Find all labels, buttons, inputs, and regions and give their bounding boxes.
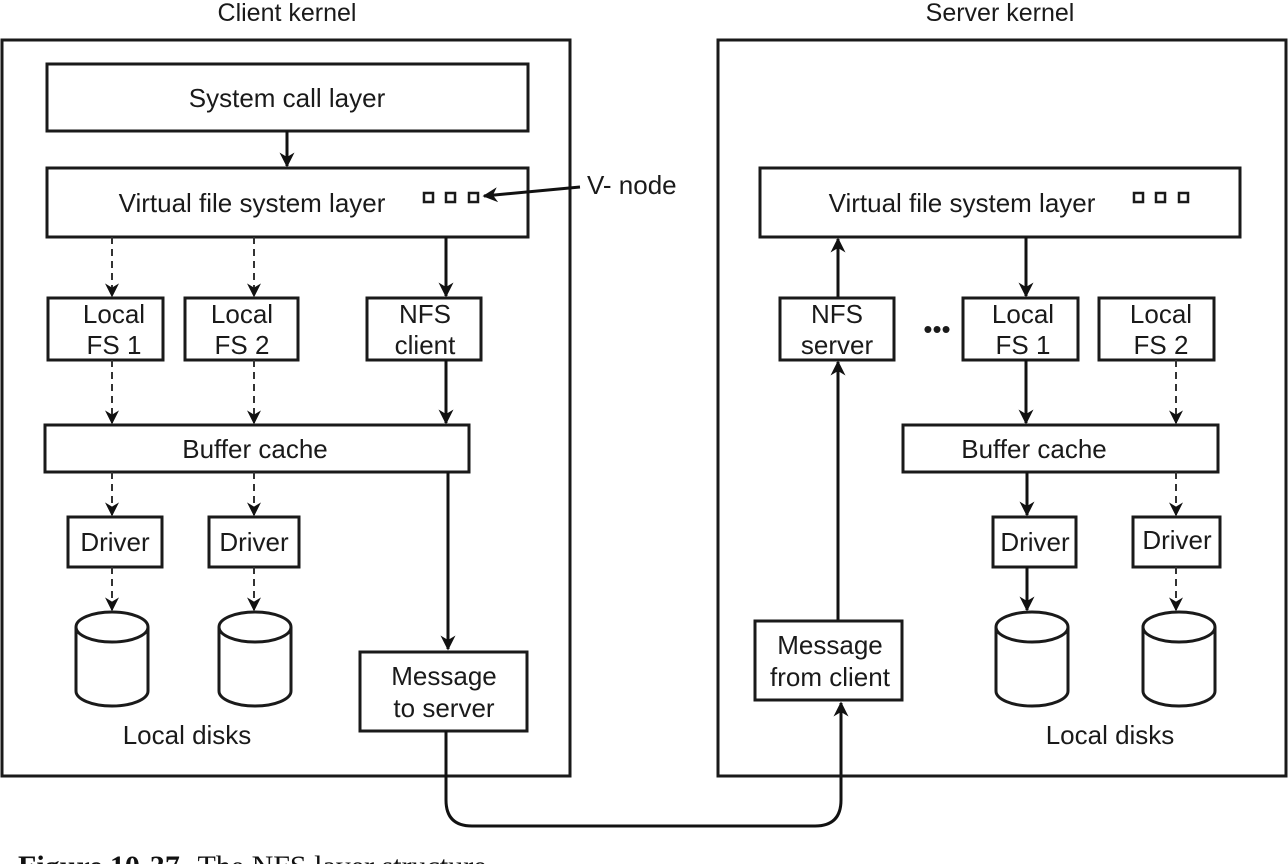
server-kernel-box <box>716 38 1288 778</box>
svg-text:FS 2: FS 2 <box>1134 330 1189 360</box>
svg-text:Driver: Driver <box>219 527 289 557</box>
server-disk-2-icon <box>1141 610 1217 708</box>
client-buffer-cache: Buffer cache <box>43 423 471 474</box>
server-disk-1-icon <box>994 610 1070 708</box>
message-to-server: Message to server <box>358 650 529 733</box>
client-vfs-label: Virtual file system layer <box>119 188 386 218</box>
server-vnode-icons <box>1132 191 1190 204</box>
vnode-pointer-arrow <box>482 185 581 203</box>
svg-text:NFS: NFS <box>399 299 451 329</box>
client-vfs-layer: Virtual file system layer <box>45 166 530 239</box>
nfs-client: NFS client <box>365 296 483 362</box>
svg-text:Driver: Driver <box>1142 525 1212 555</box>
client-driver-2: Driver <box>207 515 301 569</box>
svg-text:FS 1: FS 1 <box>87 330 142 360</box>
svg-text:from client: from client <box>770 662 891 692</box>
server-buffer-cache: Buffer cache <box>901 423 1220 474</box>
svg-text:Local: Local <box>1130 299 1192 329</box>
client-local-fs-2: Local FS 2 <box>183 296 300 362</box>
figure-caption-text: The NFS layer structure. <box>197 850 494 864</box>
svg-text:Message: Message <box>391 661 497 691</box>
vnode-label: V- node <box>587 170 677 200</box>
svg-text:Message: Message <box>777 630 883 660</box>
svg-text:server: server <box>801 330 874 360</box>
figure-caption: Figure 10-37. The NFS layer structure. <box>18 850 494 864</box>
svg-text:Driver: Driver <box>1000 527 1070 557</box>
vnode-icons <box>422 191 480 204</box>
svg-text:Buffer cache: Buffer cache <box>961 434 1107 464</box>
svg-text:Driver: Driver <box>80 527 150 557</box>
client-system-call-layer: System call layer <box>45 62 530 133</box>
svg-text:NFS: NFS <box>811 299 863 329</box>
client-local-fs-1: Local FS 1 <box>46 296 165 362</box>
svg-text:Buffer cache: Buffer cache <box>182 434 328 464</box>
server-vfs-layer: Virtual file system layer <box>758 166 1242 239</box>
nfs-server: NFS server <box>778 296 896 362</box>
svg-text:Local: Local <box>83 299 145 329</box>
server-local-fs-1: Local FS 1 <box>961 296 1080 362</box>
svg-text:FS 1: FS 1 <box>996 330 1051 360</box>
client-local-disks-label: Local disks <box>123 720 252 750</box>
svg-text:Local: Local <box>992 299 1054 329</box>
server-vfs-label: Virtual file system layer <box>829 188 1096 218</box>
system-call-layer-label: System call layer <box>189 83 386 113</box>
server-driver-1: Driver <box>991 515 1078 569</box>
svg-text:to server: to server <box>393 693 494 723</box>
client-disk-2-icon <box>217 610 293 708</box>
client-kernel-title: Client kernel <box>218 0 357 27</box>
more-filesystems-ellipsis: ••• <box>923 314 950 344</box>
client-driver-1: Driver <box>66 515 164 569</box>
message-from-client: Message from client <box>753 619 904 702</box>
svg-text:client: client <box>395 330 456 360</box>
svg-text:Local: Local <box>211 299 273 329</box>
server-local-fs-2: Local FS 2 <box>1097 296 1216 362</box>
server-kernel-title: Server kernel <box>926 0 1075 27</box>
server-local-disks-label: Local disks <box>1046 720 1175 750</box>
svg-text:FS 2: FS 2 <box>215 330 270 360</box>
client-kernel-box <box>0 38 572 778</box>
network-connection-arrow <box>444 701 849 828</box>
figure-caption-label: Figure 10-37. <box>18 850 187 864</box>
server-driver-2: Driver <box>1131 515 1222 569</box>
client-disk-1-icon <box>74 610 150 708</box>
